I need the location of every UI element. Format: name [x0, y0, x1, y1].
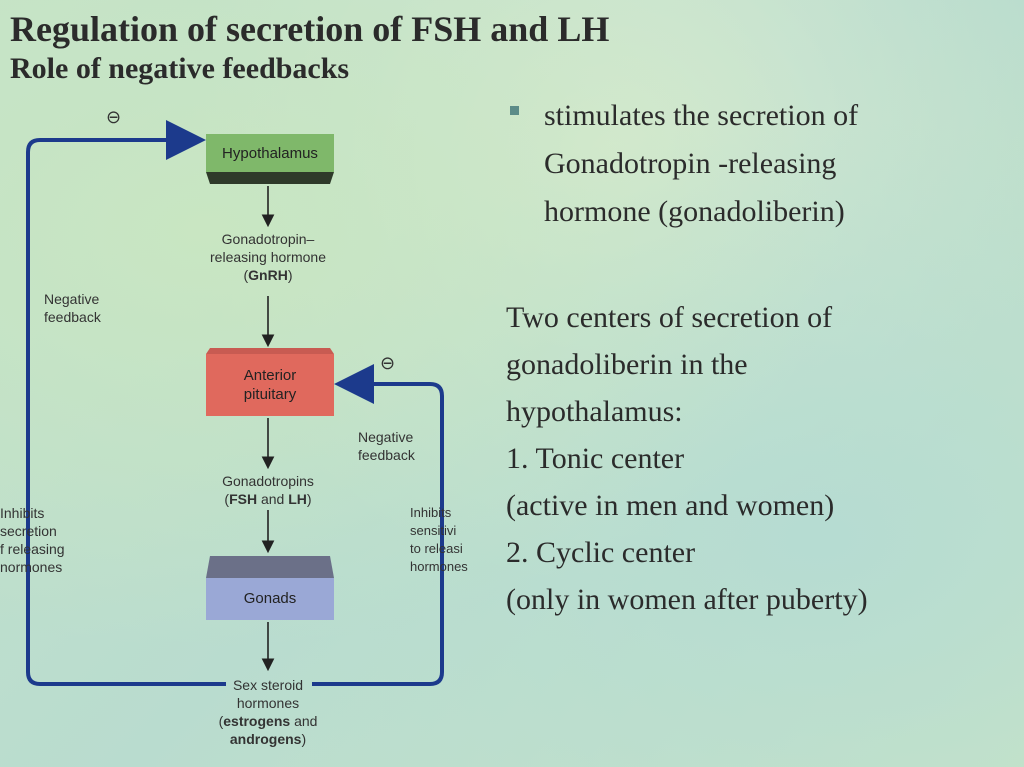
outer-nf-line-2: feedback	[44, 309, 101, 325]
slide-title: Regulation of secretion of FSH and LH	[10, 9, 610, 49]
gnrh-label: Gonadotropin– releasing hormone (GnRH)	[180, 230, 356, 284]
inner-negative-feedback-label: Negative feedback	[358, 428, 428, 464]
outer-inhibits-label: Inhibits secretion f releasing normones	[0, 504, 80, 576]
inner-inh-line-3: to releasi	[410, 541, 463, 556]
centers-line-3: hypothalamus:	[506, 395, 683, 428]
androgens-text: androgens	[229, 731, 302, 747]
hypothalamus-label: Hypothalamus	[222, 145, 318, 162]
outer-inh-line-2: secretion	[0, 523, 57, 539]
centers-line-7: (only in women after puberty)	[506, 583, 868, 616]
inner-minus-icon: ⊖	[380, 353, 396, 373]
centers-line-2: gonadoliberin in the	[506, 348, 748, 381]
gnrh-line-3: (GnRH)	[243, 267, 293, 283]
inner-nf-line-1: Negative	[358, 429, 414, 445]
bullet-line-2: Gonadotropin -releasing	[544, 147, 837, 180]
outer-negative-feedback-label: Negative feedback	[44, 290, 124, 326]
centers-description: Two centers of secretion of gonadoliberi…	[506, 294, 1016, 623]
inner-inh-line-1: Inhibits	[410, 505, 452, 520]
anterior-pituitary-box	[206, 348, 334, 416]
centers-line-1: Two centers of secretion of	[506, 301, 833, 334]
sex-steroid-line-2: hormones	[236, 695, 300, 711]
and-text: and	[260, 491, 285, 507]
outer-nf-line-1: Negative	[44, 291, 100, 307]
gnrh-abbr: GnRH	[248, 267, 288, 283]
bullet-square-icon	[510, 106, 519, 115]
inner-inh-line-2: sensitivi	[410, 523, 457, 538]
outer-minus-icon: ⊖	[106, 107, 122, 127]
inner-nf-line-2: feedback	[358, 447, 415, 463]
centers-line-4: 1. Tonic center	[506, 442, 685, 475]
gnrh-line-2: releasing hormone	[210, 249, 326, 265]
lh-text: LH	[288, 491, 307, 507]
estrogens-text: estrogens	[223, 713, 291, 729]
and-text-2: and	[294, 713, 318, 729]
inner-feedback-loop	[312, 364, 444, 686]
slide-subtitle: Role of negative feedbacks	[10, 52, 350, 85]
gonadotropins-line-1: Gonadotropins	[222, 473, 314, 489]
feedback-diagram: ⊖ ⊖ Hypothalamus Anterior pituitary Gona…	[0, 100, 470, 767]
gonadotropins-line-2: (FSH and LH)	[224, 491, 312, 507]
outer-inh-line-4: normones	[0, 559, 63, 575]
inner-inh-line-4: hormones	[410, 559, 468, 574]
fsh-text: FSH	[229, 491, 258, 507]
pituitary-line-2: pituitary	[243, 386, 297, 403]
bullet-text: stimulates the secretion of Gonadotropin…	[544, 92, 1010, 236]
inner-inhibits-label: Inhibits sensitivi to releasi hormones	[410, 504, 470, 576]
sex-steroid-line-4: androgens)	[229, 731, 307, 747]
bullet-point: stimulates the secretion of Gonadotropin…	[510, 92, 1010, 236]
outer-inh-line-1: Inhibits	[0, 505, 45, 521]
centers-line-5: (active in men and women)	[506, 489, 835, 522]
sex-steroid-label: Sex steroid hormones (estrogens and andr…	[180, 676, 356, 748]
sex-steroid-line-1: Sex steroid	[232, 677, 304, 693]
outer-inh-line-3: f releasing	[0, 541, 65, 557]
diagram-graphics	[26, 120, 444, 686]
anterior-pituitary-label: Anterior pituitary	[206, 366, 334, 404]
bullet-line-1: stimulates the secretion of	[544, 99, 859, 132]
centers-line-6: 2. Cyclic center	[506, 536, 696, 569]
gnrh-line-1: Gonadotropin–	[221, 231, 315, 247]
pituitary-line-1: Anterior	[243, 367, 297, 384]
outer-feedback-loop	[26, 120, 226, 686]
gonads-label: Gonads	[243, 590, 297, 607]
bullet-line-3: hormone (gonadoliberin)	[544, 195, 845, 228]
gonadotropins-label: Gonadotropins (FSH and LH)	[180, 472, 356, 508]
hypothalamus-box	[206, 134, 334, 184]
gonads-box	[206, 556, 334, 620]
sex-steroid-line-3: (estrogens and	[218, 713, 318, 729]
